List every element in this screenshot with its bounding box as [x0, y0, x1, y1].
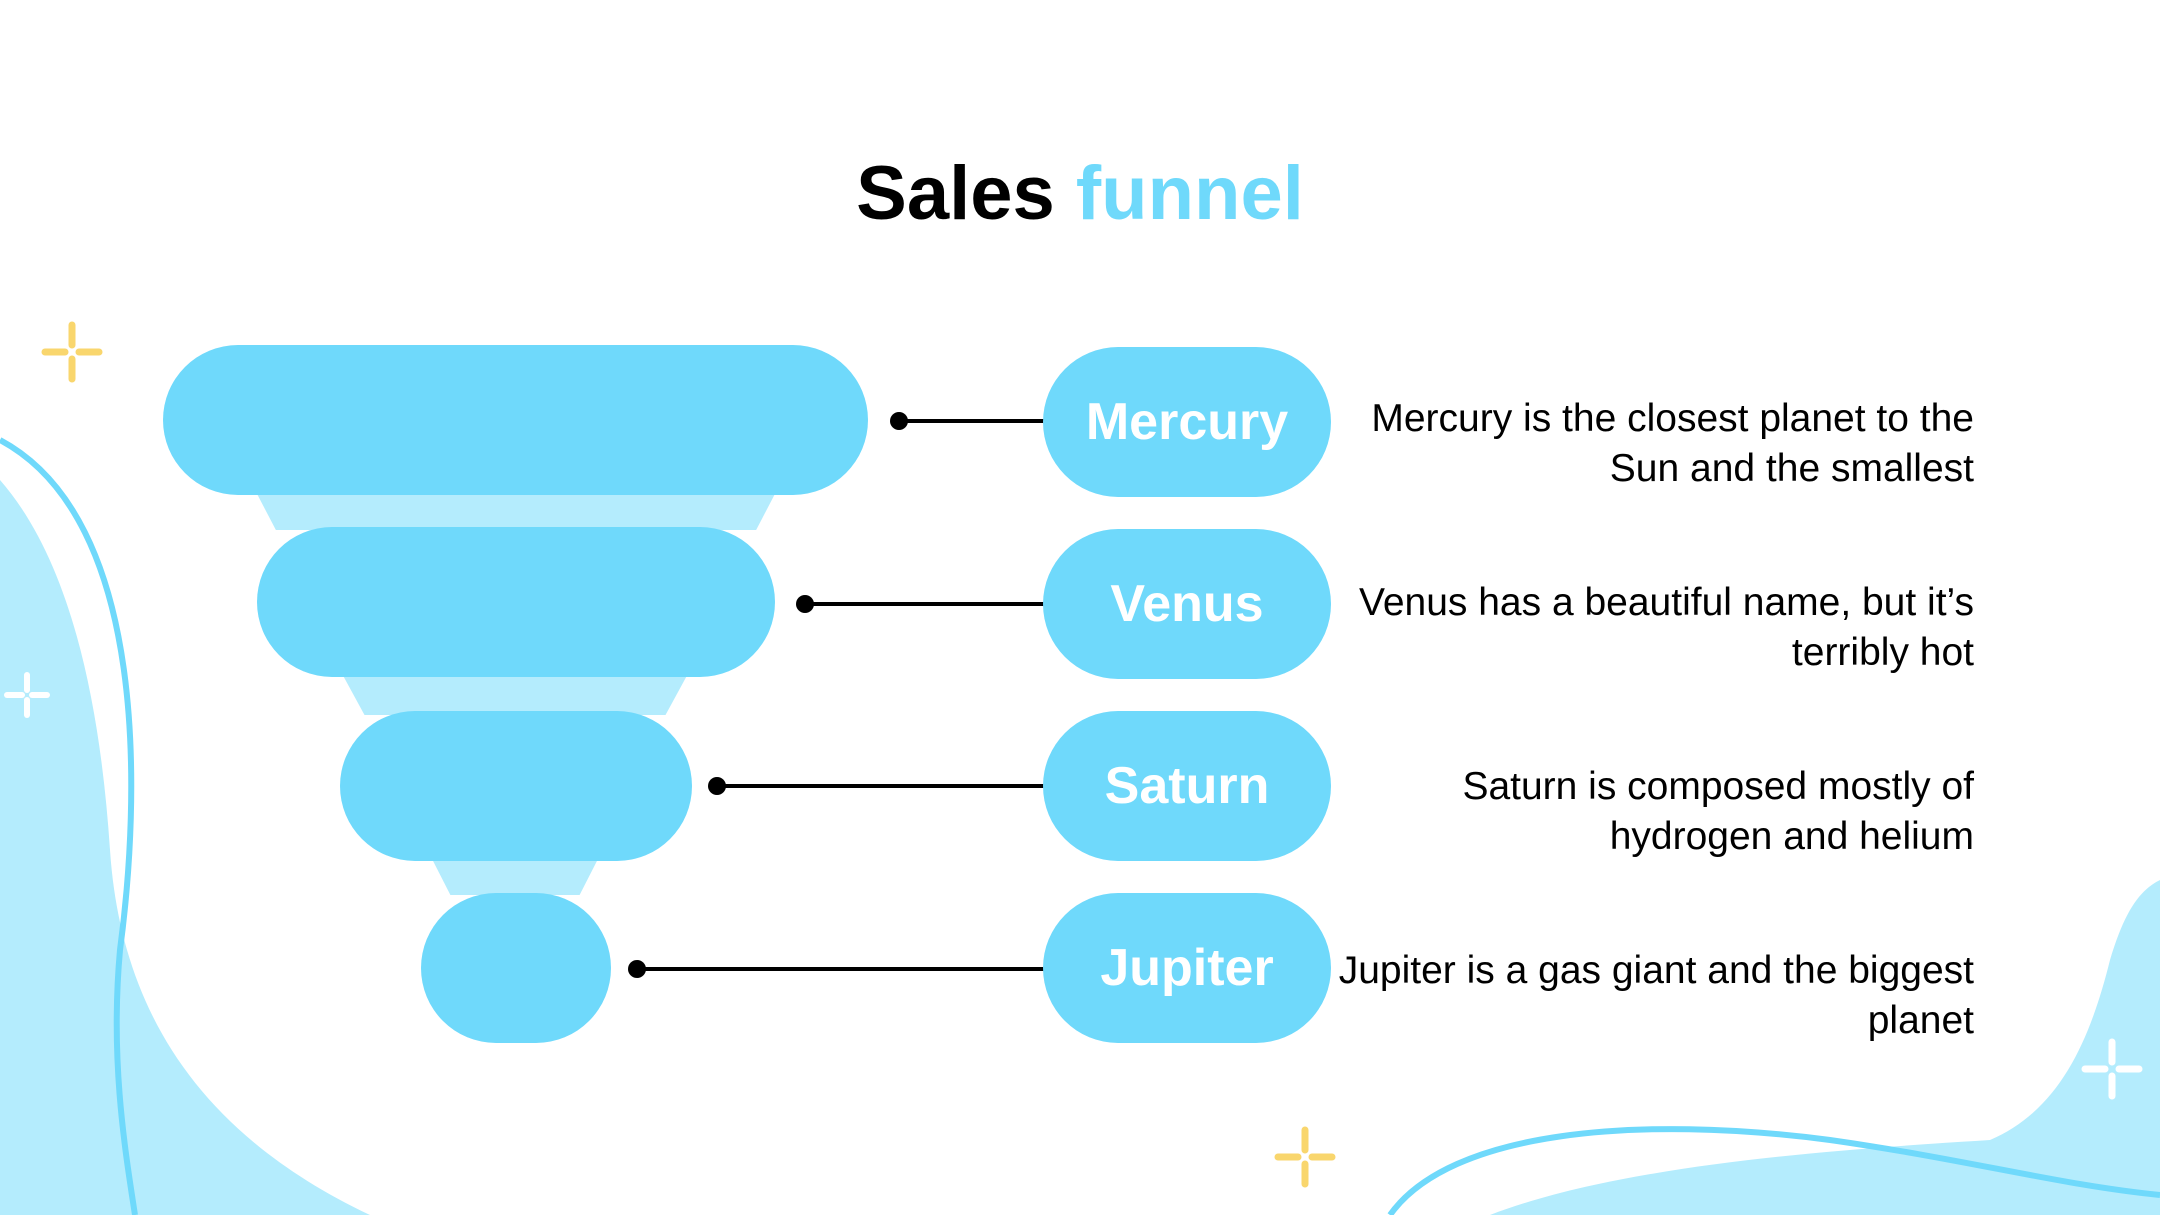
title-word-funnel: funnel: [1075, 151, 1304, 236]
stage-description-venus: Venus has a beautiful name, but it’s ter…: [1358, 581, 1974, 674]
funnel-connector-3: [430, 855, 600, 895]
sparkle-white-left: [4, 672, 50, 718]
left-wave-line: [0, 437, 138, 1215]
stage-label-saturn: Saturn: [1043, 711, 1331, 861]
sparkle-yellow-top-left: [41, 321, 103, 383]
funnel-level-1: [163, 345, 868, 495]
funnel-connector-1: [255, 490, 777, 530]
title-word-sales: Sales: [856, 151, 1055, 236]
right-blob-shape: [1490, 880, 2160, 1215]
funnel-level-3: [340, 711, 692, 861]
sparkle-yellow-bottom: [1274, 1126, 1336, 1188]
connector-line-4: [637, 967, 1045, 971]
connector-line-3: [717, 784, 1045, 788]
funnel-connector-2: [340, 670, 690, 715]
stage-label-venus: Venus: [1043, 529, 1331, 679]
funnel-level-2: [257, 527, 775, 677]
sparkle-white-right: [2081, 1038, 2143, 1100]
stage-label-jupiter: Jupiter: [1043, 893, 1331, 1043]
page-title: Sales funnel: [0, 148, 2160, 239]
connector-line-1: [899, 419, 1045, 423]
connector-line-2: [805, 602, 1045, 606]
stage-description-mercury: Mercury is the closest planet to the Sun…: [1371, 397, 1974, 490]
right-wave-line: [1387, 1126, 2160, 1215]
stage-description-jupiter: Jupiter is a gas giant and the biggest p…: [1338, 949, 1974, 1042]
stage-description-saturn: Saturn is composed mostly of hydrogen an…: [1462, 765, 1974, 858]
stage-label-mercury: Mercury: [1043, 347, 1331, 497]
funnel-level-4: [421, 893, 611, 1043]
left-blob-shape: [0, 480, 370, 1215]
